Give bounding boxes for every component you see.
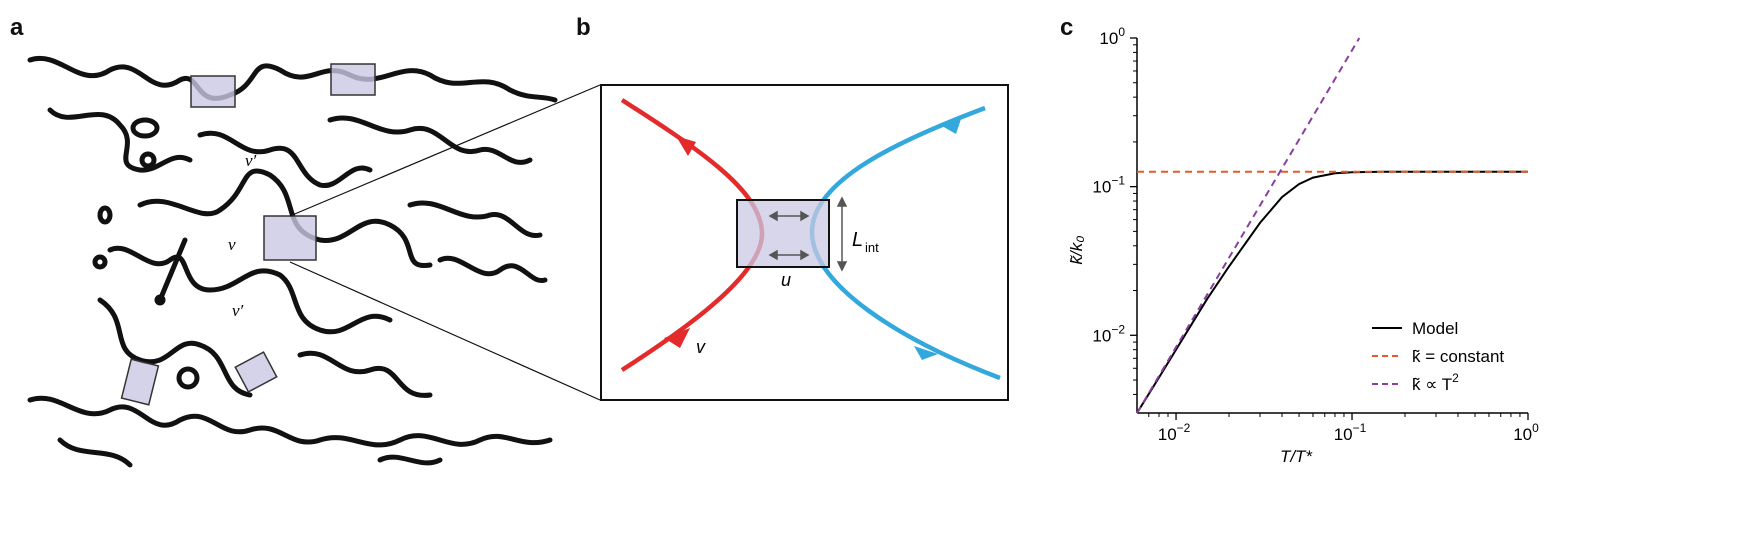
- x-tick-label-1: 10−1: [1334, 421, 1367, 444]
- label-L-subscript: int: [865, 240, 879, 255]
- label-u: u: [781, 270, 791, 290]
- panel-a-highlight-boxes: [120, 63, 376, 406]
- series-line-2: [1136, 37, 1361, 414]
- region-label-nu-prime-bottom: ν′: [232, 301, 244, 320]
- blue-arrow-bottom: [914, 346, 938, 360]
- chart-series: [1136, 37, 1528, 414]
- y-axis-label: k̃/k₀: [1067, 236, 1086, 265]
- zoom-line-top: [289, 84, 601, 217]
- region-label-nu: ν: [228, 235, 236, 254]
- zoom-line-bottom: [289, 261, 601, 401]
- label-L: L: [852, 229, 863, 251]
- region-label-nu-prime-top: ν′: [245, 151, 257, 170]
- y-tick-label-0: 10−2: [1092, 322, 1125, 345]
- interaction-region-box: [736, 199, 830, 268]
- x-tick-label-2: 100: [1513, 421, 1539, 444]
- y-tick-label-2: 100: [1099, 25, 1125, 48]
- x-axis-label: T/T*: [1280, 447, 1313, 466]
- tunneling-arrows: [768, 210, 810, 261]
- series-line-0: [1136, 170, 1528, 414]
- legend-label-model: Model: [1412, 319, 1458, 338]
- y-tick-label-1: 10−1: [1092, 174, 1125, 197]
- legend-label-t2: k̃ ∝ T2: [1412, 371, 1459, 394]
- legend-label-t2-base: k̃ ∝ T: [1412, 375, 1452, 394]
- red-arrow-bottom: [664, 328, 690, 348]
- chart-ticks: 10−2 10−1 100 10−2 10−1 100: [1092, 25, 1539, 444]
- legend-label-t2-sup: 2: [1452, 371, 1459, 385]
- chart-legend: Model k̃ = constant k̃ ∝ T2: [1372, 319, 1504, 394]
- panel-letter-a: a: [10, 14, 24, 41]
- panel-letter-c: c: [1060, 14, 1074, 41]
- chart-axes: [1136, 38, 1528, 414]
- x-tick-label-0: 10−2: [1158, 421, 1191, 444]
- blue-arrow-top: [942, 116, 962, 134]
- legend-label-constant: k̃ = constant: [1412, 347, 1504, 366]
- red-arrow-top: [676, 136, 696, 156]
- length-dimension-arrow: [836, 196, 848, 272]
- panel-letter-b: b: [576, 14, 591, 41]
- panel-a-network: [27, 55, 558, 468]
- label-v: v: [696, 337, 706, 357]
